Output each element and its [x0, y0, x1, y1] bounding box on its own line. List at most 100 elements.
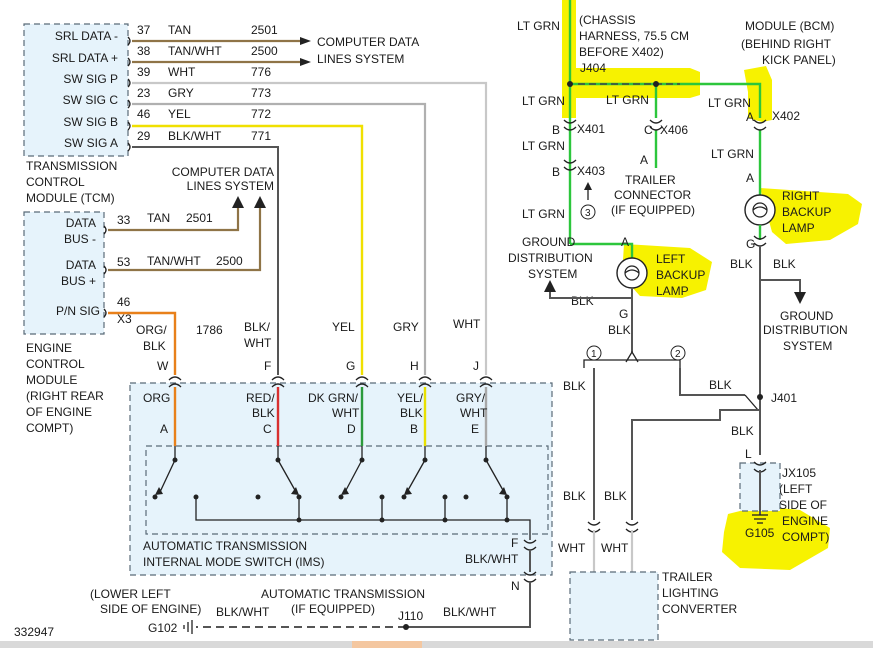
- wire-color: TAN: [168, 23, 191, 37]
- svg-text:TRAILER: TRAILER: [625, 173, 676, 187]
- svg-text:SYSTEM: SYSTEM: [528, 267, 577, 281]
- tcm-pin-num: 29: [137, 129, 151, 143]
- svg-text:BLK/WHT: BLK/WHT: [216, 605, 270, 619]
- svg-text:C: C: [263, 422, 272, 436]
- tcm-pin-num: 38: [137, 44, 151, 58]
- wire-blk-wht: [132, 146, 279, 375]
- svg-text:ORG: ORG: [143, 391, 170, 405]
- svg-text:A: A: [621, 235, 629, 249]
- svg-text:BACKUP: BACKUP: [782, 205, 831, 219]
- tcm-pin-label: SW SIG A: [64, 136, 118, 150]
- svg-text:ORG/: ORG/: [136, 323, 167, 337]
- svg-text:J401: J401: [771, 391, 797, 405]
- svg-text:BUS +: BUS +: [61, 274, 96, 288]
- ground-symbol-icon: [183, 620, 193, 634]
- arrow-icon: [300, 58, 311, 66]
- svg-text:HARNESS, 75.5 CM: HARNESS, 75.5 CM: [579, 29, 689, 43]
- wire-blk: [679, 368, 745, 396]
- svg-text:E: E: [471, 422, 479, 436]
- tcm-pin-label: SW SIG B: [63, 115, 118, 129]
- ecm-pin-num: 33: [117, 213, 131, 227]
- arrow-icon: [584, 182, 592, 190]
- splice-dot: [567, 81, 573, 87]
- ims-box: [129, 382, 553, 576]
- arrow-icon: [232, 196, 244, 208]
- svg-text:AUTOMATIC TRANSMISSION: AUTOMATIC TRANSMISSION: [143, 539, 307, 553]
- circuit-number: 771: [251, 129, 271, 143]
- svg-text:BLK: BLK: [571, 294, 594, 308]
- svg-text:A: A: [746, 171, 754, 185]
- svg-text:LT GRN: LT GRN: [708, 96, 751, 110]
- svg-text:WHT: WHT: [453, 317, 481, 331]
- svg-text:WHT: WHT: [558, 541, 586, 555]
- svg-text:B: B: [552, 165, 560, 179]
- svg-text:BLK: BLK: [731, 424, 754, 438]
- svg-text:GRY: GRY: [393, 320, 419, 334]
- svg-text:(RIGHT REAR: (RIGHT REAR: [26, 389, 104, 403]
- svg-text:J110: J110: [398, 609, 423, 623]
- svg-text:(LOWER LEFT: (LOWER LEFT: [90, 587, 171, 601]
- svg-text:CONTROL: CONTROL: [26, 175, 85, 189]
- svg-text:W: W: [157, 359, 169, 373]
- svg-text:LT GRN: LT GRN: [522, 139, 565, 153]
- svg-text:J: J: [473, 359, 479, 373]
- svg-text:G102: G102: [148, 621, 178, 635]
- wire-color: WHT: [168, 65, 196, 79]
- svg-text:GRY/: GRY/: [456, 391, 486, 405]
- ims-top-labels: ORG/ BLK 1786 W BLK/ WHT F YEL G GRY H W…: [136, 317, 481, 373]
- note-2-circle: [670, 345, 686, 361]
- svg-text:COMPT): COMPT): [26, 421, 73, 435]
- svg-text:GROUND: GROUND: [780, 309, 834, 323]
- svg-text:MODULE: MODULE: [26, 373, 77, 387]
- svg-text:BLK: BLK: [143, 339, 166, 353]
- left-backup-lamp-icon: [616, 257, 648, 289]
- svg-text:G105: G105: [745, 526, 775, 540]
- wire-color: GRY: [168, 86, 194, 100]
- svg-text:WHT: WHT: [601, 541, 629, 555]
- svg-text:LT GRN: LT GRN: [711, 147, 754, 161]
- svg-text:MODULE (TCM): MODULE (TCM): [26, 191, 115, 205]
- arrow-icon: [794, 292, 806, 304]
- doc-id: 332947: [14, 625, 54, 639]
- svg-text:A: A: [746, 110, 754, 124]
- connector-arc: [523, 571, 537, 576]
- svg-text:B: B: [552, 123, 560, 137]
- svg-text:LT GRN: LT GRN: [522, 207, 565, 221]
- svg-text:LIGHTING: LIGHTING: [662, 586, 719, 600]
- wire-blk: [631, 409, 760, 520]
- note-3: 3: [585, 208, 591, 219]
- wire-color: TAN: [147, 211, 170, 225]
- wire-tan-wht: [108, 208, 262, 272]
- svg-text:GROUND: GROUND: [522, 235, 576, 249]
- ims-connector-arcs: [168, 376, 493, 388]
- wire-blk: [760, 279, 801, 292]
- ecm-pin-num: 53: [117, 255, 131, 269]
- circuit-number: 2500: [216, 254, 243, 268]
- svg-text:COMPT): COMPT): [782, 530, 829, 544]
- svg-text:BLK/: BLK/: [244, 320, 271, 334]
- tlc-connector-arcs: [587, 521, 639, 533]
- wire-color: YEL: [168, 107, 191, 121]
- svg-text:RIGHT: RIGHT: [782, 189, 820, 203]
- ecm-conn: X3: [117, 312, 132, 326]
- arrow-icon: [254, 196, 266, 208]
- tcm-pins: SRL DATA - SRL DATA + SW SIG P SW SIG C …: [52, 23, 278, 150]
- svg-text:LAMP: LAMP: [782, 221, 815, 235]
- svg-text:BACKUP: BACKUP: [656, 268, 705, 282]
- svg-text:X402: X402: [772, 109, 800, 123]
- splice-dot: [757, 394, 763, 400]
- ims-inner-box: [145, 445, 549, 535]
- circuit-number: 2501: [186, 211, 213, 225]
- svg-text:BLK: BLK: [730, 257, 753, 271]
- svg-text:KICK PANEL): KICK PANEL): [762, 53, 836, 67]
- svg-text:WHT: WHT: [244, 336, 272, 350]
- svg-text:BLK: BLK: [400, 406, 423, 420]
- svg-text:F: F: [264, 359, 271, 373]
- circuit-number: 776: [251, 65, 271, 79]
- ims-switches: [152, 446, 537, 551]
- ecm-labels: DATA BUS - DATA BUS + P/N SIG 33 53 46 X…: [56, 211, 243, 326]
- svg-text:DK GRN/: DK GRN/: [308, 391, 359, 405]
- svg-text:BEFORE X402): BEFORE X402): [579, 45, 664, 59]
- wire-lt-grn: [570, 242, 634, 262]
